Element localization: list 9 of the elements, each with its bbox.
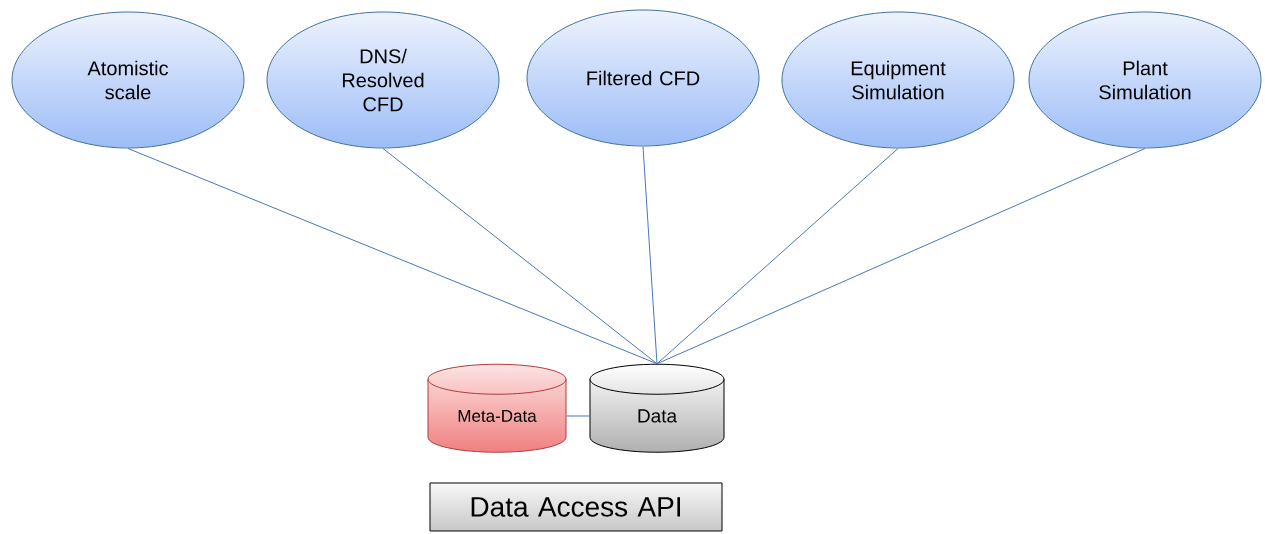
connector-line [642,146,658,365]
connector-line [656,148,899,365]
connector-line [127,148,658,365]
connector-line [382,148,658,365]
database-cylinder: Data [589,363,725,453]
connector-line [566,415,590,417]
api-box: Data Access API [429,482,723,532]
database-cylinder: Meta-Data [427,363,567,453]
connector-line [656,148,1146,365]
